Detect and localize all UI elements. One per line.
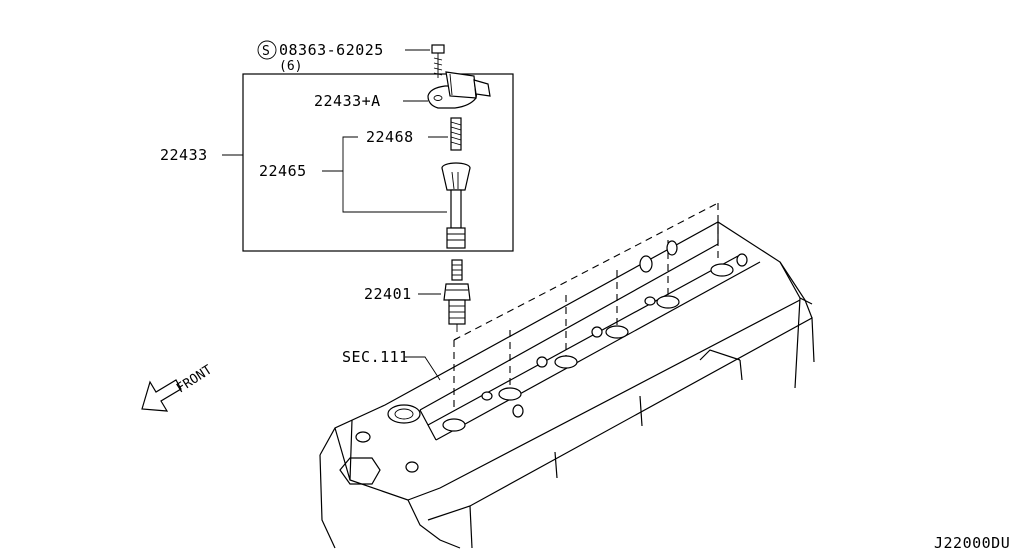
coil-boot bbox=[441, 162, 471, 249]
callout-22433-a: 22433+A bbox=[314, 92, 381, 110]
bolt-s-symbol bbox=[257, 40, 277, 60]
callout-22465: 22465 bbox=[259, 162, 307, 180]
bolt-part-number: 08363-62025 bbox=[279, 41, 384, 59]
bolt bbox=[431, 44, 445, 78]
ignition-coil-top bbox=[427, 71, 491, 109]
diagram-code: J22000DU bbox=[934, 534, 1010, 552]
spark-plug bbox=[443, 259, 471, 332]
cylinder-head-cover bbox=[319, 202, 815, 549]
front-label: FRONT bbox=[174, 362, 215, 396]
bolt-quantity: (6) bbox=[279, 59, 302, 74]
spring bbox=[450, 117, 462, 151]
callout-22433: 22433 bbox=[160, 146, 208, 164]
bolt-s-letter: S bbox=[262, 44, 270, 59]
coil-assembly-frame bbox=[242, 73, 514, 252]
section-reference: SEC.111 bbox=[342, 348, 409, 366]
callout-22468: 22468 bbox=[366, 128, 414, 146]
bolt-callout: S 08363-62025 (6) bbox=[257, 40, 430, 74]
callout-22401: 22401 bbox=[364, 285, 412, 303]
front-direction-arrow: FRONT bbox=[141, 362, 215, 412]
